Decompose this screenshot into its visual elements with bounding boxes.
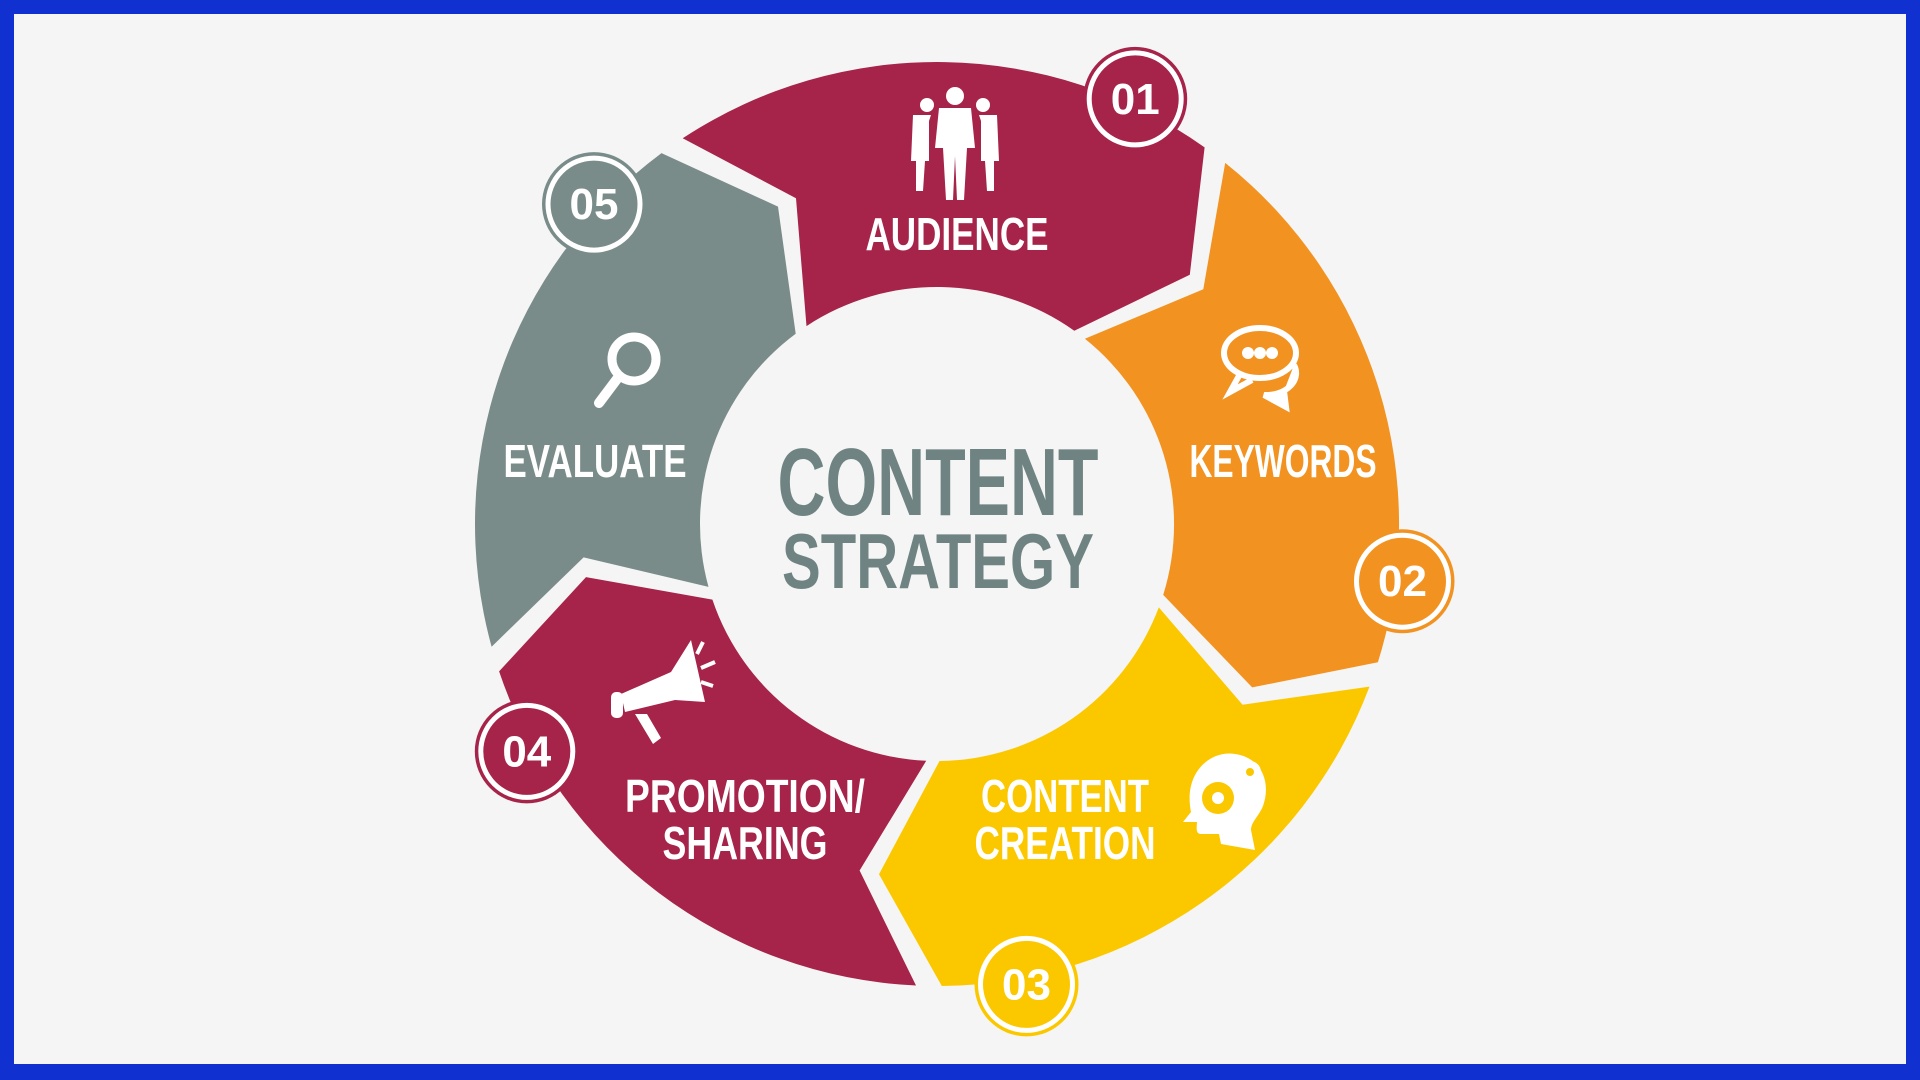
step-label-keywords: KEYWORDS xyxy=(1190,435,1377,487)
segment-promotion-sharing xyxy=(499,577,927,986)
center-title-line2: STRATEGY xyxy=(782,517,1094,605)
badge-circle xyxy=(978,935,1075,1033)
people-group-icon xyxy=(911,87,999,200)
badge-circle xyxy=(478,702,576,800)
head-gears-icon xyxy=(1183,753,1266,850)
cycle-segments xyxy=(474,62,1400,986)
megaphone-icon xyxy=(611,640,716,744)
segment-content-creation xyxy=(879,607,1370,986)
segment-evaluate xyxy=(474,153,796,647)
badge-circle xyxy=(1354,532,1451,630)
step-label-promotion-1: PROMOTION/ xyxy=(625,770,865,822)
chat-bubbles-icon xyxy=(1221,325,1300,413)
step-number-01: 01 xyxy=(1111,75,1160,124)
segment-keywords xyxy=(1084,162,1400,688)
step-number-05: 05 xyxy=(570,180,619,229)
step-badges: 01 02 03 04 05 xyxy=(474,46,1455,1037)
step-number-02: 02 xyxy=(1378,557,1427,606)
step-label-promotion-2: SHARING xyxy=(663,817,828,869)
step-label-evaluate: EVALUATE xyxy=(504,435,687,487)
step-label-content-creation-1: CONTENT xyxy=(981,770,1149,822)
step-number-04: 04 xyxy=(502,727,551,776)
step-label-content-creation-2: CREATION xyxy=(975,817,1156,869)
badge-circle xyxy=(1086,50,1184,148)
magnifier-icon xyxy=(594,332,661,408)
badge-circle xyxy=(545,155,643,253)
step-label-audience: AUDIENCE xyxy=(866,208,1049,260)
center-title-line1: CONTENT xyxy=(778,429,1099,536)
step-number-03: 03 xyxy=(1002,960,1051,1009)
segment-audience xyxy=(682,62,1205,331)
